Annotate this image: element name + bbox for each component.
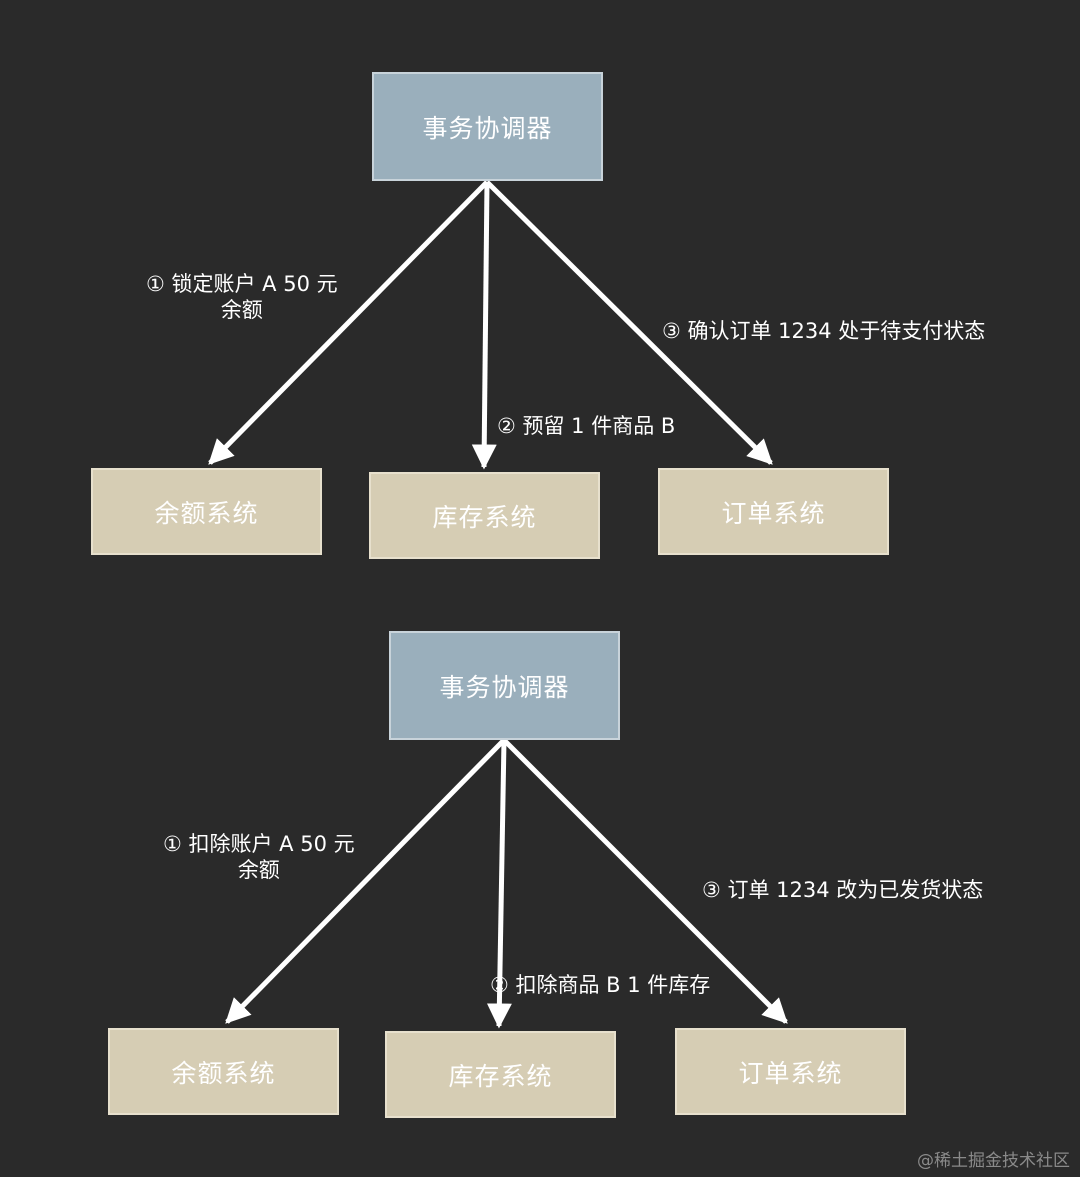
step-1-line1: ① 锁定账户 A 50 元 <box>146 272 338 296</box>
arrow-to-balance-1 <box>208 180 489 465</box>
step-2-label-2: ② 扣除商品 B 1 件库存 <box>490 973 711 997</box>
step-1-line1: ① 扣除账户 A 50 元 <box>163 832 355 856</box>
arrow-to-balance-2 <box>225 738 506 1024</box>
step-3-label-2: ③ 订单 1234 改为已发货状态 <box>702 878 984 902</box>
step-1-line2: 余额 <box>220 298 263 322</box>
arrow-to-inventory-1 <box>471 181 497 470</box>
inventory-system-box-2: 库存系统 <box>385 1031 616 1118</box>
balance-system-box-1: 余额系统 <box>91 468 322 555</box>
order-system-box-2: 订单系统 <box>675 1028 906 1115</box>
arrow-to-order-2 <box>502 738 788 1024</box>
coordinator-box-1: 事务协调器 <box>372 72 603 181</box>
order-system-box-1: 订单系统 <box>658 468 889 555</box>
coordinator-box-2: 事务协调器 <box>389 631 620 740</box>
arrow-to-order-1 <box>485 180 773 465</box>
step-3-label-1: ③ 确认订单 1234 处于待支付状态 <box>662 319 986 343</box>
step-1-label-2: ① 扣除账户 A 50 元 余额 <box>163 831 355 883</box>
balance-system-box-2: 余额系统 <box>108 1028 339 1115</box>
inventory-system-box-1: 库存系统 <box>369 472 600 559</box>
step-1-label-1: ① 锁定账户 A 50 元 余额 <box>146 271 338 323</box>
step-2-label-1: ② 预留 1 件商品 B <box>497 414 676 438</box>
arrow-to-inventory-2 <box>486 739 512 1029</box>
watermark: @稀土掘金技术社区 <box>917 1151 1070 1171</box>
step-1-line2: 余额 <box>237 858 280 882</box>
